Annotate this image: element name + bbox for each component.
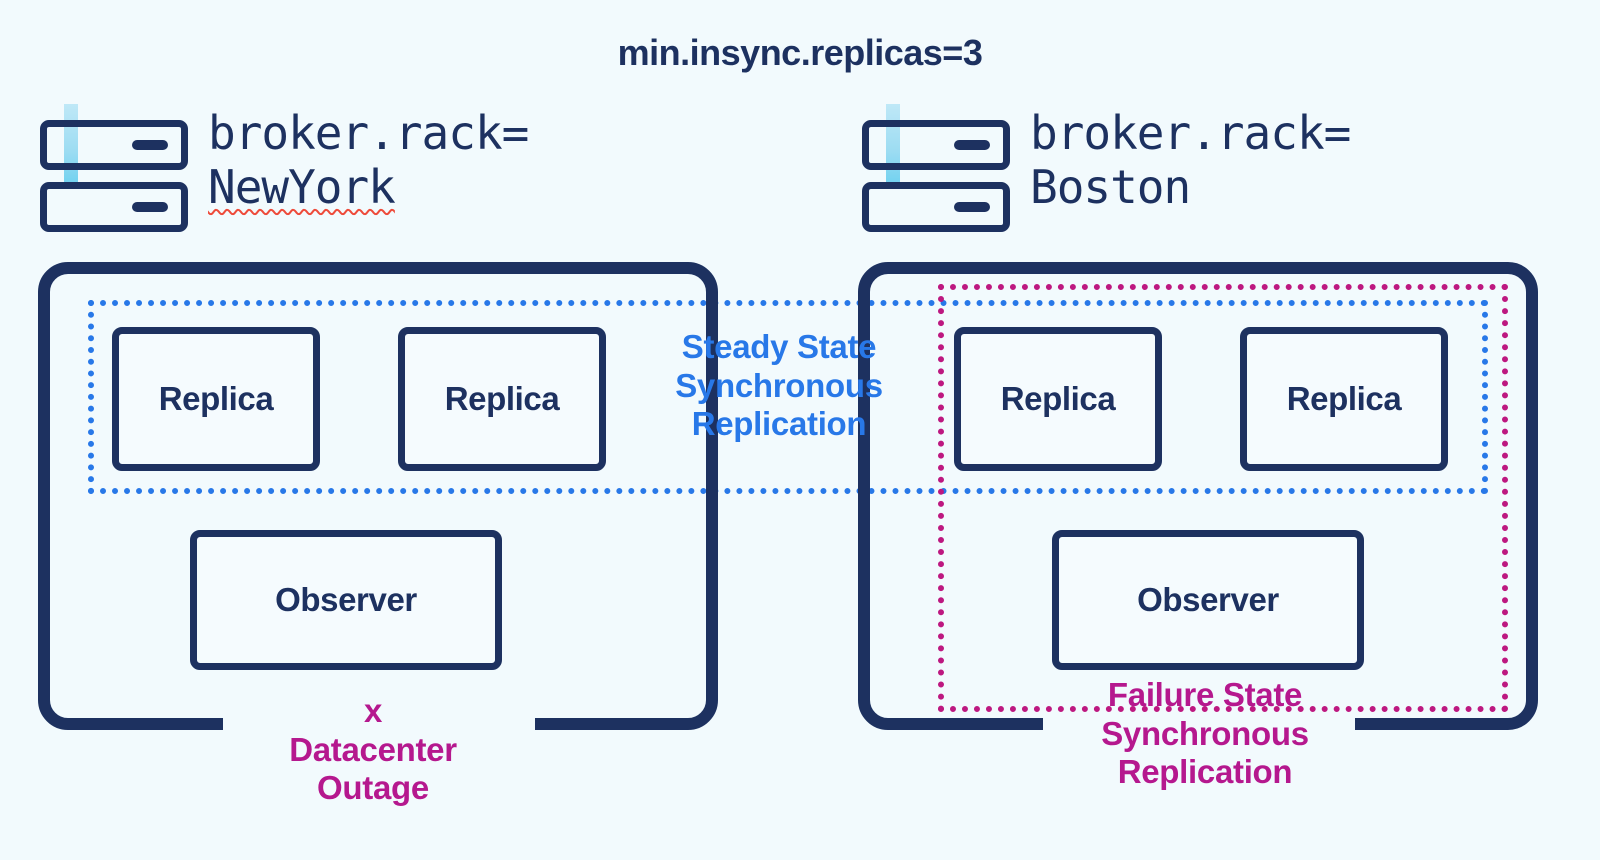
server-unit-top — [862, 120, 1010, 170]
rack-label-newyork: broker.rack=NewYork — [208, 104, 529, 215]
page-title: min.insync.replicas=3 — [617, 32, 983, 73]
server-unit-top — [40, 120, 188, 170]
node-label: Replica — [1286, 380, 1402, 417]
failure-state-replication-label: Failure State Synchronous Replication — [1101, 676, 1309, 791]
server-unit-indicator — [132, 140, 168, 150]
node-replica-newyork-1[interactable]: Replica — [112, 327, 320, 471]
node-replica-newyork-2[interactable]: Replica — [398, 327, 606, 471]
server-unit-indicator — [954, 202, 990, 212]
datacenter-outage-label: x Datacenter Outage — [289, 692, 457, 807]
rack-label-boston: broker.rack=Boston — [1030, 104, 1351, 215]
server-unit-indicator — [132, 202, 168, 212]
rack-prefix-boston: broker.rack= — [1030, 106, 1351, 160]
server-unit-bottom — [40, 182, 188, 232]
rack-prefix-newyork: broker.rack= — [208, 106, 529, 160]
server-rack-icon — [38, 104, 198, 244]
node-label: Replica — [1000, 380, 1116, 417]
rack-value-boston: Boston — [1030, 160, 1191, 215]
node-label: Observer — [1137, 581, 1279, 618]
rack-header-newyork: broker.rack=NewYork — [38, 104, 529, 244]
rack-value-newyork: NewYork — [208, 160, 396, 215]
server-rack-icon — [860, 104, 1020, 244]
node-label: Replica — [158, 380, 274, 417]
node-replica-boston-2[interactable]: Replica — [1240, 327, 1448, 471]
steady-state-replication-label: Steady State Synchronous Replication — [675, 328, 883, 443]
node-observer-newyork[interactable]: Observer — [190, 530, 502, 670]
node-replica-boston-1[interactable]: Replica — [954, 327, 1162, 471]
rack-header-boston: broker.rack=Boston — [860, 104, 1351, 244]
node-label: Observer — [275, 581, 417, 618]
node-label: Replica — [444, 380, 560, 417]
server-unit-bottom — [862, 182, 1010, 232]
node-observer-boston[interactable]: Observer — [1052, 530, 1364, 670]
server-unit-indicator — [954, 140, 990, 150]
